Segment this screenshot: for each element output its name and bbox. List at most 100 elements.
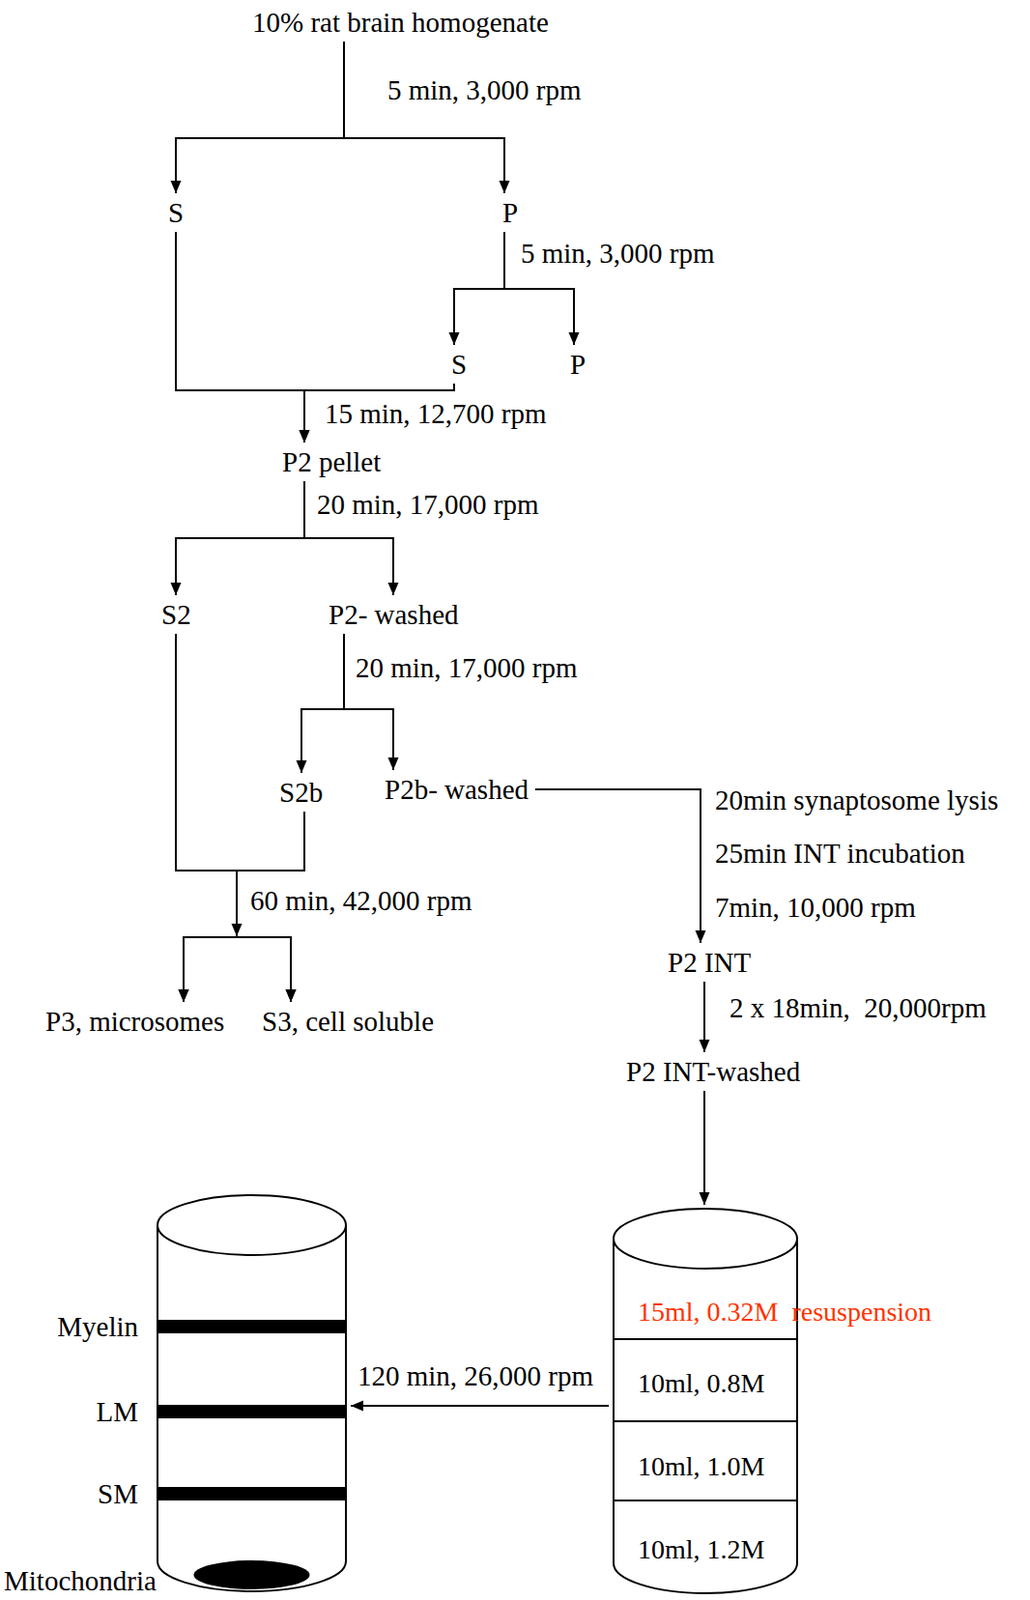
fraction-name: P3, microsomes bbox=[45, 1004, 225, 1038]
tube-rim bbox=[157, 1195, 346, 1256]
fraction-name: LM bbox=[96, 1395, 140, 1429]
fraction-name: S2b bbox=[279, 775, 323, 809]
centrifugation-label: 60 min, 42,000 rpm bbox=[250, 884, 473, 917]
flow-line bbox=[703, 1090, 706, 1205]
fraction-name: P2b- washed bbox=[384, 772, 529, 806]
fraction-name: Myelin bbox=[57, 1310, 139, 1344]
centrifuge-tube: MyelinLMSMMitochondria bbox=[156, 1194, 347, 1593]
fraction-label: S2 bbox=[157, 598, 196, 631]
fraction-name: S3, cell soluble bbox=[261, 1004, 434, 1038]
tube-bottom bbox=[613, 1563, 798, 1594]
fraction-name: P2 INT-washed bbox=[626, 1055, 801, 1088]
flow-line bbox=[175, 41, 344, 194]
fraction-name: P bbox=[502, 196, 518, 229]
flow-line bbox=[454, 231, 505, 345]
fraction-name: SM bbox=[97, 1477, 139, 1511]
fraction-name: S bbox=[168, 196, 184, 229]
fraction-band bbox=[157, 1319, 346, 1334]
flow-arrow bbox=[175, 633, 297, 1002]
flow-arrow bbox=[175, 633, 237, 1002]
arrowhead bbox=[299, 429, 311, 443]
gradient-layer-label: 10ml, 1.2M bbox=[637, 1533, 765, 1567]
fraction-label: P3, microsomes bbox=[41, 1004, 229, 1038]
flow-arrow bbox=[171, 41, 345, 194]
flow-line bbox=[175, 633, 291, 1002]
tube-bottom bbox=[157, 1561, 346, 1592]
arrowhead bbox=[178, 989, 190, 1002]
fraction-label: 10% rat brain homogenate bbox=[248, 5, 553, 39]
fraction-label: P2b- washed bbox=[380, 772, 533, 806]
fraction-name: P2- washed bbox=[328, 598, 459, 631]
arrowhead bbox=[388, 757, 400, 771]
flow-line bbox=[350, 1404, 609, 1407]
layer-divider bbox=[613, 1420, 798, 1423]
fraction-label: S bbox=[447, 347, 471, 381]
fraction-name: P bbox=[570, 347, 586, 381]
flow-arrow bbox=[343, 41, 511, 194]
layer-divider bbox=[613, 1499, 798, 1502]
arrowhead bbox=[499, 180, 511, 194]
arrowhead bbox=[299, 429, 311, 443]
arrowhead bbox=[699, 1039, 711, 1053]
layer-divider bbox=[613, 1338, 798, 1341]
flow-line bbox=[343, 41, 505, 194]
flow-line bbox=[535, 789, 701, 944]
flow-line bbox=[175, 633, 237, 1002]
step-note: 25min INT incubation bbox=[715, 836, 966, 870]
fraction-name: 10% rat brain homogenate bbox=[252, 5, 549, 39]
flow-line bbox=[301, 633, 344, 773]
tube-wall bbox=[796, 1238, 799, 1564]
fraction-label: P2 INT-washed bbox=[622, 1055, 804, 1088]
tube-wall bbox=[612, 1238, 615, 1564]
arrowhead bbox=[286, 989, 297, 1002]
arrowhead bbox=[171, 180, 182, 194]
tube-rim bbox=[613, 1208, 798, 1269]
gradient-layer-label: 10ml, 1.0M bbox=[637, 1450, 765, 1484]
fraction-name: P2 INT bbox=[667, 945, 751, 979]
arrowhead bbox=[569, 332, 580, 345]
step-note: 20min synaptosome lysis bbox=[715, 783, 999, 817]
arrowhead bbox=[388, 582, 400, 596]
fraction-band bbox=[157, 1404, 346, 1419]
tube-wall bbox=[344, 1225, 347, 1562]
fraction-label: P2 INT bbox=[663, 945, 755, 979]
centrifugation-label: 5 min, 3,000 rpm bbox=[387, 73, 582, 107]
arrowhead bbox=[699, 1192, 711, 1205]
centrifugation-label: 20 min, 17,000 rpm bbox=[316, 487, 540, 521]
arrowhead bbox=[178, 989, 190, 1002]
arrowhead bbox=[296, 760, 308, 773]
fraction-label: S3, cell soluble bbox=[257, 1004, 438, 1038]
arrowhead bbox=[449, 332, 460, 345]
fraction-name: S bbox=[451, 347, 467, 381]
centrifugation-label: 7min, 10,000 rpm bbox=[715, 890, 916, 924]
gradient-layer-label: 15ml, 0.32M resuspension bbox=[637, 1295, 932, 1329]
arrowhead bbox=[695, 930, 707, 944]
fraction-name: Mitochondria bbox=[3, 1564, 157, 1598]
flow-arrow bbox=[699, 1090, 711, 1205]
fraction-label: P bbox=[498, 196, 522, 229]
flow-line bbox=[175, 481, 305, 596]
tube-wall bbox=[156, 1225, 159, 1562]
mitochondria-pellet bbox=[194, 1560, 311, 1590]
fraction-label: S2b bbox=[275, 775, 327, 809]
fraction-label: P2- washed bbox=[324, 598, 463, 631]
arrowhead bbox=[286, 989, 297, 1002]
fraction-name: S2 bbox=[161, 598, 192, 631]
fraction-label: P2 pellet bbox=[278, 445, 385, 479]
fraction-label: P bbox=[566, 347, 590, 381]
centrifugation-label: 5 min, 3,000 rpm bbox=[520, 236, 716, 270]
flow-arrow bbox=[699, 981, 711, 1053]
arrowhead bbox=[171, 582, 182, 596]
flow-arrow bbox=[350, 1401, 609, 1412]
centrifuge-tube: 15ml, 0.32M resuspension10ml, 0.8M10ml, … bbox=[612, 1207, 799, 1595]
flow-arrow bbox=[535, 789, 706, 944]
arrowhead bbox=[350, 1401, 364, 1412]
flow-line bbox=[175, 231, 305, 443]
flow-arrow bbox=[171, 481, 306, 596]
fraction-label: S bbox=[164, 196, 188, 229]
centrifugation-label: 2 x 18min, 20,000rpm bbox=[729, 991, 987, 1025]
flow-arrow bbox=[449, 231, 506, 345]
tube-outline bbox=[156, 1194, 347, 1593]
fraction-name: P2 pellet bbox=[282, 445, 381, 479]
